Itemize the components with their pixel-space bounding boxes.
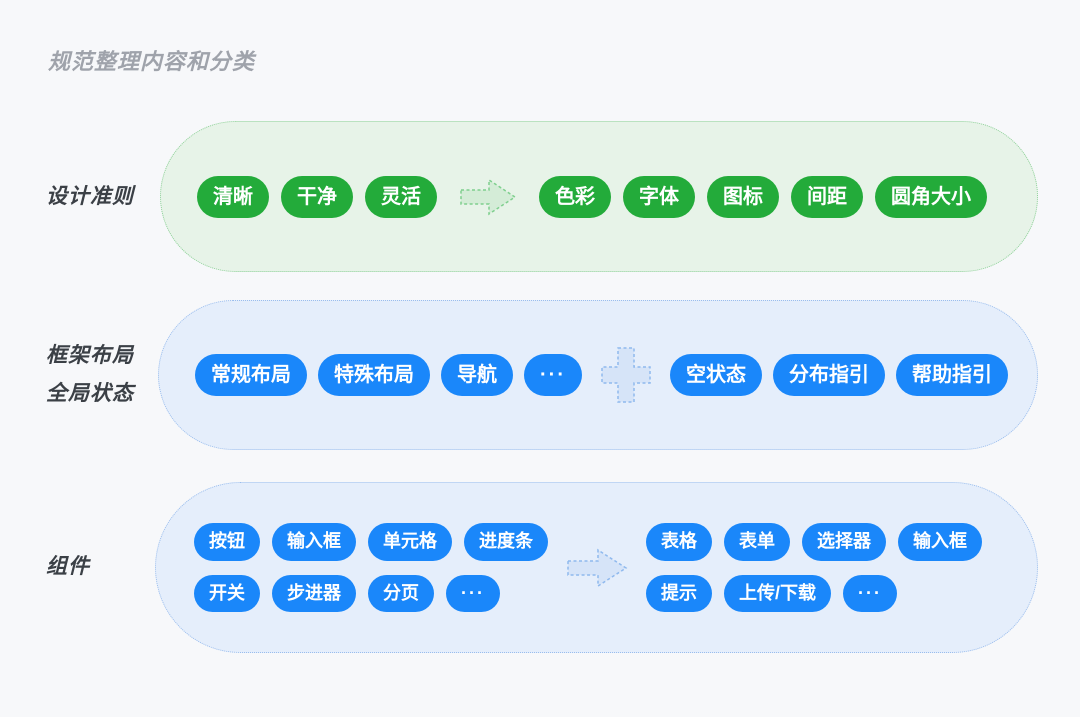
framework-input-group: 常规布局 特殊布局 导航 ···	[195, 354, 582, 396]
section-design-principles: 清晰 干净 灵活 色彩 字体 图标 间距 圆角大小	[160, 121, 1038, 272]
components-input-row-1: 按钮 输入框 单元格 进度条	[194, 522, 548, 561]
pill: 输入框	[898, 522, 982, 561]
principles-output-group: 色彩 字体 图标 间距 圆角大小	[539, 175, 987, 218]
pill: 圆角大小	[875, 175, 987, 218]
pill: 字体	[623, 175, 695, 218]
pill: 提示	[646, 574, 712, 613]
section-label-line: 全局状态	[46, 382, 134, 405]
pill: 空状态	[669, 354, 762, 396]
arrow-right-icon	[459, 174, 517, 220]
pill: 图标	[707, 175, 779, 218]
pill: 选择器	[802, 522, 886, 561]
pill: 单元格	[368, 522, 452, 561]
section-components: 按钮 输入框 单元格 进度条 开关 步进器 分页 ··· 表格 表单 选择器 输…	[155, 482, 1038, 653]
components-input-row-2: 开关 步进器 分页 ···	[194, 574, 548, 613]
framework-output-group: 空状态 分布指引 帮助指引	[669, 354, 1008, 396]
arrow-right-icon	[566, 544, 628, 592]
pill: 常规布局	[195, 354, 307, 396]
pill: 进度条	[464, 522, 548, 561]
components-output-row-2: 提示 上传/下载 ···	[646, 574, 982, 613]
pill: 分页	[368, 574, 434, 613]
plus-icon	[600, 346, 652, 404]
pill: 干净	[281, 175, 353, 218]
pill: 表格	[646, 522, 712, 561]
pill: 帮助指引	[895, 354, 1008, 396]
principles-input-group: 清晰 干净 灵活	[197, 175, 437, 218]
pill: 特殊布局	[318, 354, 430, 396]
section-label-components: 组件	[46, 555, 90, 578]
ellipsis-pill: ···	[524, 354, 582, 396]
pill: 步进器	[272, 574, 356, 613]
components-output-row-1: 表格 表单 选择器 输入框	[646, 522, 982, 561]
page-title: 规范整理内容和分类	[48, 49, 256, 74]
pill: 导航	[441, 354, 513, 396]
section-label-framework: 框架布局 全局状态	[46, 337, 134, 413]
pill: 表单	[724, 522, 790, 561]
components-output-group: 表格 表单 选择器 输入框 提示 上传/下载 ···	[646, 522, 982, 613]
pill: 上传/下载	[724, 574, 832, 613]
components-input-group: 按钮 输入框 单元格 进度条 开关 步进器 分页 ···	[194, 522, 548, 613]
pill: 灵活	[365, 175, 437, 218]
pill: 分布指引	[772, 354, 885, 396]
section-label-design-principles: 设计准则	[46, 185, 134, 208]
section-framework-layout: 常规布局 特殊布局 导航 ··· 空状态 分布指引 帮助指引	[158, 300, 1038, 450]
pill: 间距	[791, 175, 863, 218]
pill: 色彩	[539, 175, 611, 218]
pill: 输入框	[272, 522, 356, 561]
ellipsis-pill: ···	[446, 574, 500, 613]
pill: 开关	[194, 574, 260, 613]
pill: 按钮	[194, 522, 260, 561]
ellipsis-pill: ···	[843, 574, 898, 613]
section-label-line: 框架布局	[46, 344, 134, 367]
pill: 清晰	[197, 175, 269, 218]
